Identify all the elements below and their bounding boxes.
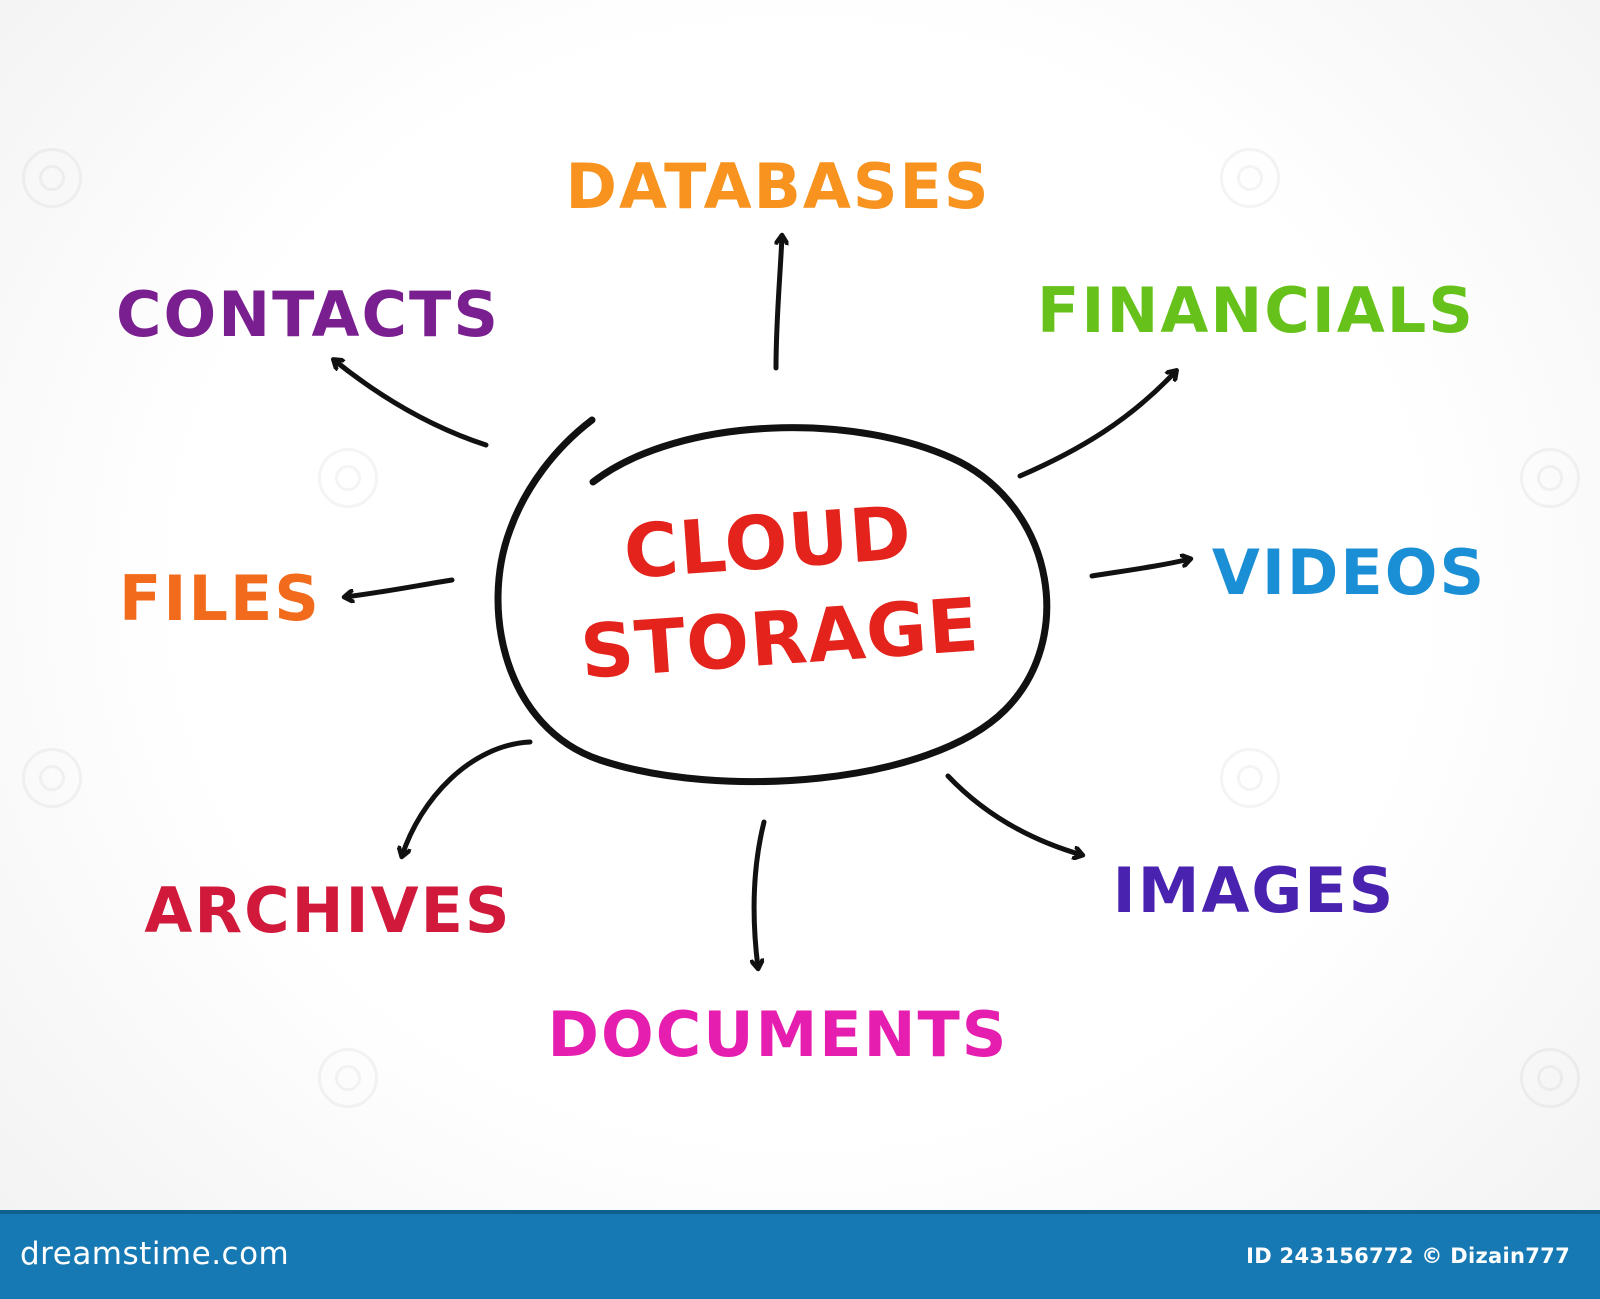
- watermark-swirl-icon: [318, 448, 378, 508]
- watermark-swirl-icon: [22, 148, 82, 208]
- node-images: IMAGES: [1113, 854, 1396, 927]
- stock-photo-footer: dreamstime.com ID 243156772 © Dizain777: [0, 1210, 1600, 1299]
- arrow-to-financials: [1017, 371, 1176, 479]
- arrow-to-images: [945, 773, 1082, 855]
- arrow-to-documents: [754, 819, 767, 968]
- center-label-line2: STORAGE: [578, 582, 982, 696]
- center-label-line1: CLOUD: [621, 490, 915, 596]
- arrow-to-videos: [1089, 559, 1190, 579]
- footer-credit: ID 243156772 © Dizain777: [1246, 1244, 1570, 1268]
- watermark-swirl-icon: [1520, 1048, 1580, 1108]
- node-financials: FINANCIALS: [1037, 274, 1475, 347]
- watermark-swirl-icon: [318, 1048, 378, 1108]
- watermark-swirl-icon: [22, 748, 82, 808]
- node-contacts: CONTACTS: [116, 278, 500, 351]
- node-documents: DOCUMENTS: [548, 998, 1009, 1071]
- cloud-storage-mind-map: CLOUD STORAGE DATABASES FINANCIALS VIDEO…: [116, 150, 1486, 1071]
- arrow-to-contacts: [334, 360, 489, 448]
- arrow-to-files: [345, 577, 455, 597]
- arrow-to-archives: [402, 739, 533, 856]
- connector-arrows: [334, 236, 1190, 968]
- node-videos: VIDEOS: [1212, 536, 1486, 609]
- node-archives: ARCHIVES: [144, 874, 511, 947]
- node-files: FILES: [119, 562, 321, 635]
- arrow-to-databases: [773, 236, 782, 371]
- footer-logo[interactable]: dreamstime.com: [20, 1236, 290, 1272]
- watermark-swirl-icon: [1520, 448, 1580, 508]
- watermark-swirl-icon: [1220, 148, 1280, 208]
- watermark-swirl-icon: [1220, 748, 1280, 808]
- node-databases: DATABASES: [566, 150, 991, 223]
- center-ellipse: [494, 416, 1051, 786]
